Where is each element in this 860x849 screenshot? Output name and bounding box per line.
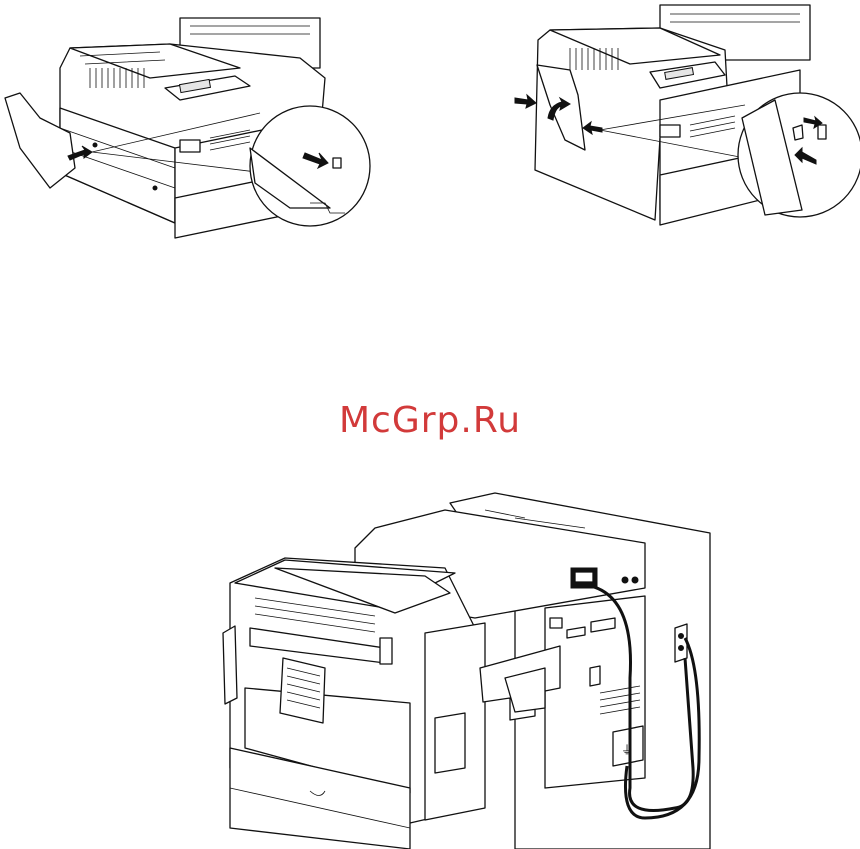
mcgrp-watermark: McGrp.Ru <box>0 400 860 441</box>
printer-tray-attach-illustration <box>0 8 380 240</box>
printer-tray-latch-illustration <box>510 0 860 232</box>
printer-rear-cable-illustration: ⏚ <box>215 488 715 849</box>
